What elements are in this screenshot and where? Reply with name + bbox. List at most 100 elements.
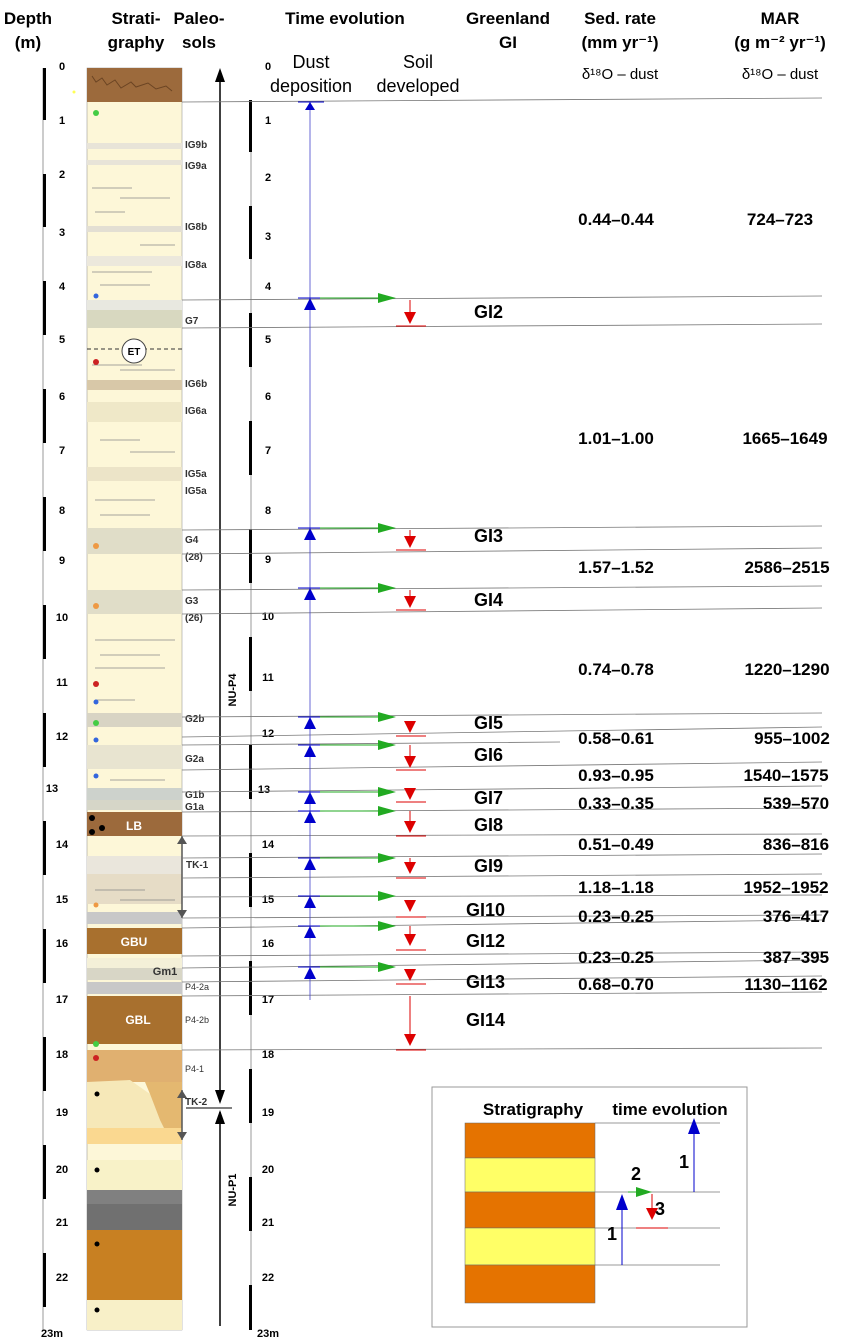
depth-tick: 16 <box>262 938 274 950</box>
legend-box: Stratigraphy time evolution 1 2 3 1 <box>431 1086 748 1328</box>
depth-tick: 21 <box>262 1217 274 1229</box>
gi-label: GI4 <box>474 590 503 610</box>
mar-value: 1540–1575 <box>743 766 828 785</box>
sed-rate-value: 0.33–0.35 <box>578 794 654 813</box>
depth-tick: 14 <box>56 839 69 851</box>
sed-rate-value: 0.58–0.61 <box>578 729 654 748</box>
depth-tick: 0 <box>265 61 271 73</box>
gi-label: GI9 <box>474 856 503 876</box>
mar-value: 724–723 <box>747 210 813 229</box>
gi-label: GI2 <box>474 302 503 322</box>
header-mar: MAR <box>761 9 800 28</box>
legend-title-time-evolution: time evolution <box>612 1100 727 1119</box>
paleosol-g2b <box>87 713 182 727</box>
sed-rate-value: 1.01–1.00 <box>578 429 654 448</box>
sed-rate-value: 0.74–0.78 <box>578 660 654 679</box>
paleosol-label: G4 <box>185 535 199 546</box>
unit-label-et: ET <box>128 347 141 358</box>
depth-tick: 1 <box>59 115 65 127</box>
depth-tick: 14 <box>262 839 275 851</box>
header-developed: developed <box>376 76 459 96</box>
paleosol-label: G3 <box>185 596 199 607</box>
header-greenland: Greenland <box>466 9 550 28</box>
pedocomplex-arrows: NU-P4 NU-P1 <box>215 68 239 1326</box>
depth-tick: 10 <box>262 611 274 623</box>
legend-step-label: 3 <box>655 1199 665 1219</box>
depth-tick: 0 <box>59 61 65 73</box>
legend-title-stratigraphy: Stratigraphy <box>483 1100 584 1119</box>
depth-tick: 21 <box>56 1217 68 1229</box>
unit-gbu <box>87 928 182 954</box>
header-depth: Depth <box>4 9 52 28</box>
depth-tick: 16 <box>56 938 68 950</box>
gi-label: GI12 <box>466 931 505 951</box>
stratigraphic-column: ET LB GBU Gm1 GBL <box>72 67 183 1331</box>
header-stratigraphy-2: graphy <box>108 33 165 52</box>
depth-tick: 22 <box>56 1272 68 1284</box>
depth-tick: 15 <box>262 894 274 906</box>
dust-deposition-line <box>298 101 324 1000</box>
legend-loess-layer <box>464 1227 596 1266</box>
depth-tick: 19 <box>262 1107 274 1119</box>
header-gi: GI <box>499 33 517 52</box>
mar-value: 2586–2515 <box>744 558 829 577</box>
paleosol-label: IG9b <box>185 140 207 151</box>
mar-value: 1220–1290 <box>744 660 829 679</box>
depth-tick: 6 <box>59 391 65 403</box>
header-time-evolution: Time evolution <box>285 9 405 28</box>
header-mar-unit: (g m⁻² yr⁻¹) <box>734 33 826 52</box>
mar-value: 1952–1952 <box>743 878 828 897</box>
sed-rate-value: 0.23–0.25 <box>578 948 654 967</box>
depth-tick: 3 <box>265 231 271 243</box>
paleosol-label: P4-2b <box>185 1015 209 1025</box>
sed-rate-value: 0.51–0.49 <box>578 835 654 854</box>
legend-loess-layer <box>464 1157 596 1193</box>
unit-gbl <box>87 996 182 1044</box>
header-paleosols-2: sols <box>182 33 216 52</box>
pedocomplex-nu-p1: NU-P1 <box>227 1173 239 1206</box>
depth-tick: 15 <box>56 894 68 906</box>
sed-rate-value: 0.68–0.70 <box>578 975 654 994</box>
paleosol-label: IG6a <box>185 406 207 417</box>
depth-tick: 13 <box>46 783 58 795</box>
sed-rate-value: 0.93–0.95 <box>578 766 654 785</box>
legend-soil-layer <box>464 1264 596 1304</box>
gi-label: GI8 <box>474 815 503 835</box>
depth-tick: 8 <box>59 505 65 517</box>
depth-tick: 7 <box>265 445 271 457</box>
depth-tick: 22 <box>262 1272 274 1284</box>
depth-tick: 12 <box>56 731 68 743</box>
paleosol-labels: IG9b IG9a IG8b IG8a G7 IG6b IG6a IG5a IG… <box>185 140 209 1108</box>
paleosol-label: TK-2 <box>185 1097 208 1108</box>
header-sed-rate: Sed. rate <box>584 9 656 28</box>
paleosol-label: G2a <box>185 754 204 765</box>
header-mar-sub: δ¹⁸O – dust <box>742 66 819 83</box>
pedocomplex-nu-p4: NU-P4 <box>227 673 239 707</box>
paleosol-label: IG5a <box>185 486 207 497</box>
depth-tick: 17 <box>262 994 274 1006</box>
legend-step-label: 1 <box>607 1224 617 1244</box>
depth-tick: 13 <box>258 784 270 796</box>
paleosol-label: IG9a <box>185 161 207 172</box>
depth-scale-middle <box>249 100 252 1330</box>
paleosol-g1b <box>87 788 182 800</box>
unit-label-gm1: Gm1 <box>153 966 177 978</box>
paleosol-label: G7 <box>185 316 199 327</box>
paleosol-p4-1 <box>87 1050 182 1082</box>
depth-tick: 4 <box>265 281 272 293</box>
depth-tick: 1 <box>265 115 271 127</box>
depth-tick: 5 <box>59 334 65 346</box>
depth-tick: 2 <box>265 172 271 184</box>
header-sed-rate-sub: δ¹⁸O – dust <box>582 66 659 83</box>
unit-label-lb: LB <box>126 819 142 833</box>
gi-label: GI3 <box>474 526 503 546</box>
mar-value: 1130–1162 <box>744 975 827 994</box>
legend-soil-layer <box>464 1122 596 1159</box>
depth-tick: 2 <box>59 169 65 181</box>
header-dust: Dust <box>292 52 329 72</box>
header-stratigraphy: Strati- <box>111 9 160 28</box>
tk-brackets <box>177 836 232 1140</box>
depth-tick: 19 <box>56 1107 68 1119</box>
paleosol-label: G1b <box>185 790 204 801</box>
depth-tick: 20 <box>56 1164 68 1176</box>
